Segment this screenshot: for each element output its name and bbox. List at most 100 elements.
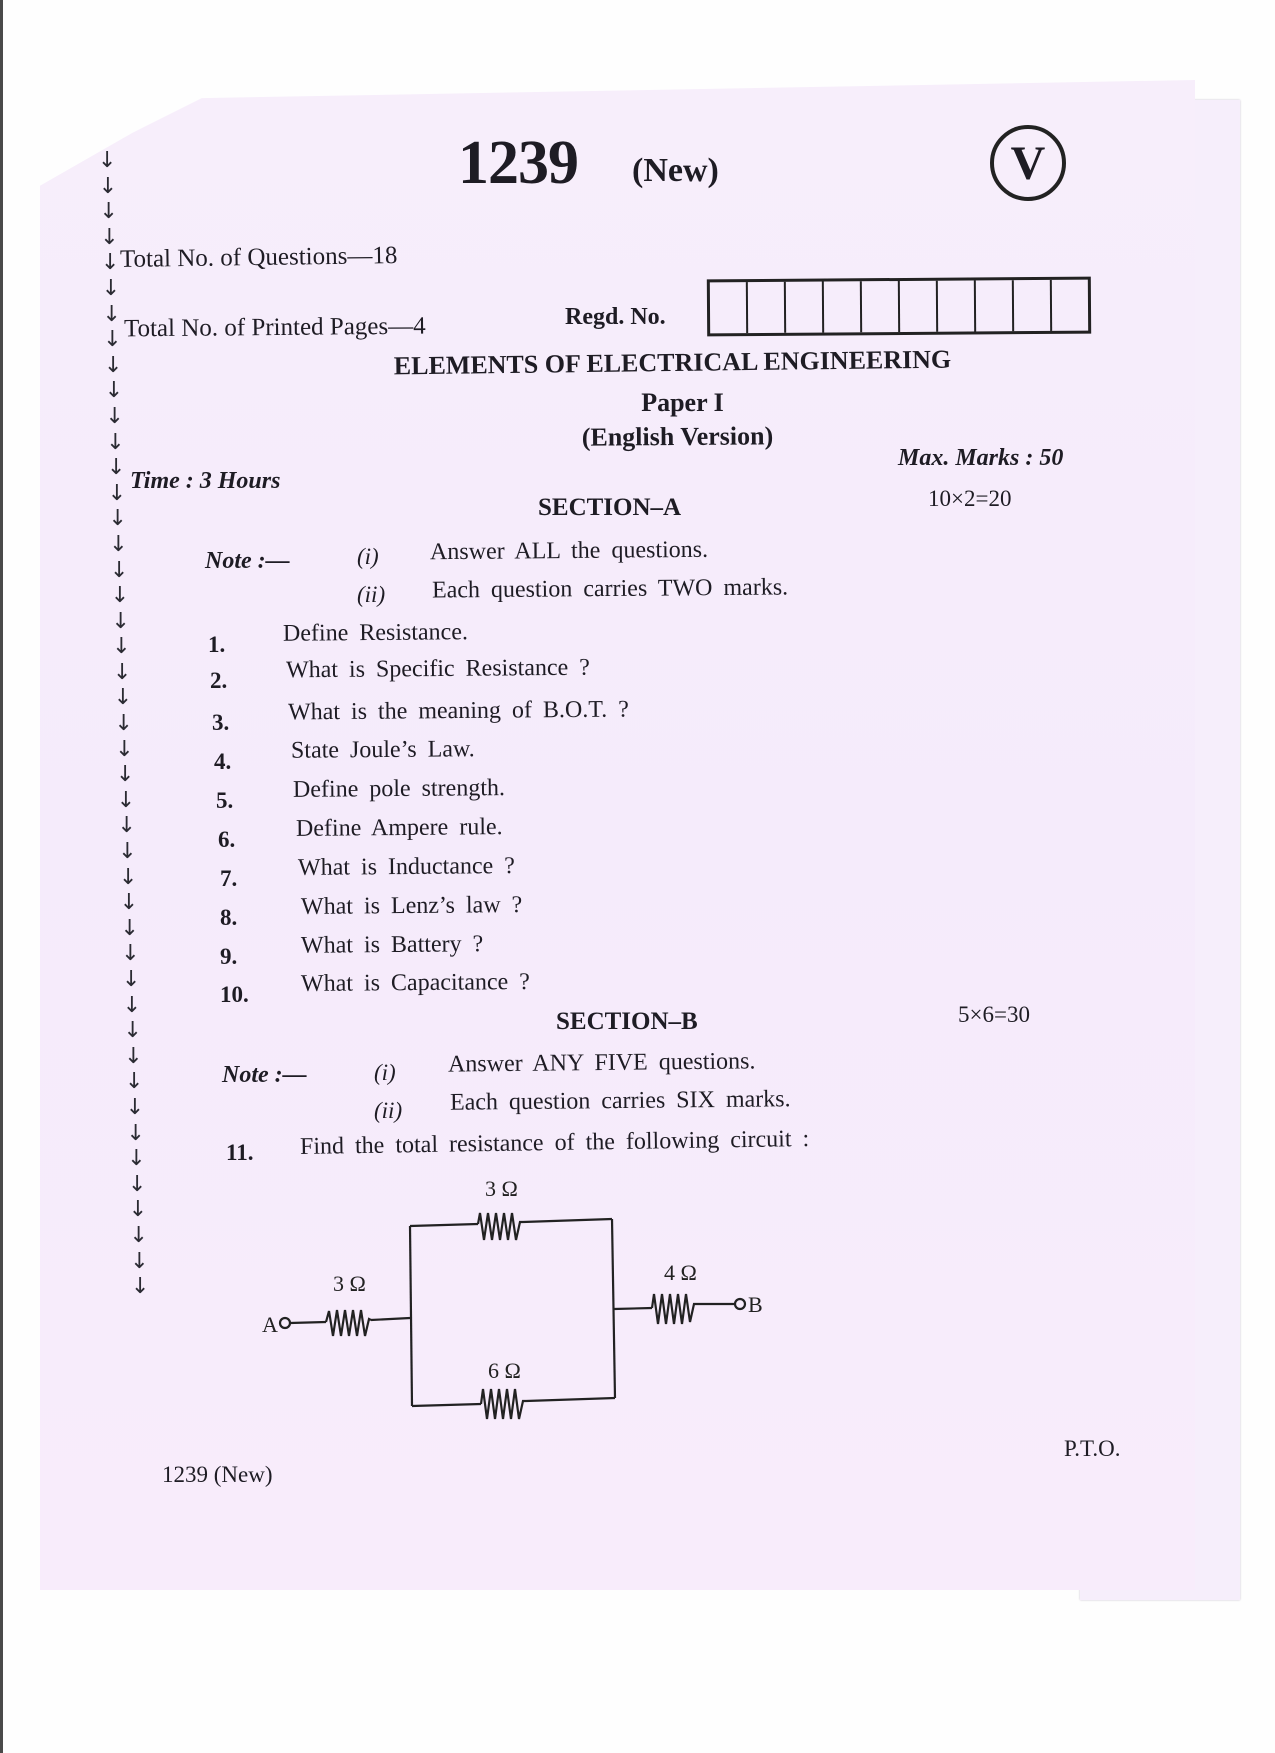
section-b-title: SECTION–B [556, 1008, 698, 1035]
terminal-b-node [733, 1297, 747, 1311]
margin-arrow-icon: ↓ [109, 531, 128, 557]
margin-arrow-icon: ↓ [126, 1120, 145, 1146]
regd-no-cell[interactable] [1052, 280, 1088, 331]
footer-paper-code: 1239 (New) [162, 1462, 273, 1487]
regd-no-cell[interactable] [709, 282, 749, 334]
margin-arrow-icon: ↓ [121, 941, 140, 967]
circuit-diagram: A B 3 Ω 3 Ω 6 Ω 4 Ω [262, 1176, 763, 1420]
margin-arrow-icon: ↓ [122, 992, 142, 1018]
section-b-marks: 5×6=30 [958, 1002, 1030, 1027]
section-a-note-label: Note :— [205, 548, 290, 574]
margin-arrow-icon: ↓ [104, 378, 124, 404]
margin-arrow-icon: ↓ [111, 608, 130, 634]
margin-arrow-icon: ↓ [125, 1094, 145, 1120]
margin-arrow-icon: ↓ [130, 1223, 148, 1249]
margin-arrow-icon: ↓ [101, 250, 120, 276]
margin-arrow-icon: ↓ [124, 1043, 143, 1069]
max-marks: Max. Marks : 50 [898, 445, 1064, 471]
resistor-parallel-top-value: 3 Ω [485, 1176, 518, 1201]
margin-arrow-icon: ↓ [104, 352, 123, 378]
resistor-series-right-value: 4 Ω [664, 1260, 697, 1285]
margin-arrow-icon: ↓ [128, 1171, 147, 1197]
margin-arrow-icon: ↓ [116, 762, 135, 788]
margin-arrow-icon: ↓ [110, 583, 130, 609]
margin-arrow-icon: ↓ [120, 915, 139, 941]
margin-arrow-icon: ↓ [119, 890, 139, 916]
question-number: 10. [220, 982, 249, 1007]
question-number: 6. [218, 827, 236, 852]
exam-time: Time : 3 Hours [130, 468, 281, 494]
section-a-marks: 10×2=20 [928, 486, 1012, 511]
section-b-note-text: Each question carries SIX marks. [449, 1086, 791, 1116]
margin-arrow-column: ↓↓↓↓↓↓↓↓↓↓↓↓↓↓↓↓↓↓↓↓↓↓↓↓↓↓↓↓↓↓↓↓↓↓↓↓↓↓↓↓… [98, 148, 149, 1300]
section-b-note-label: Note :— [222, 1062, 307, 1088]
margin-arrow-icon: ↓ [122, 967, 141, 992]
question-text: What is Capacitance ? [300, 969, 530, 997]
margin-arrow-icon: ↓ [107, 480, 127, 506]
question-text: Define pole strength. [292, 775, 506, 803]
margin-arrow-icon: ↓ [127, 1146, 146, 1172]
exam-page [40, 80, 1195, 1590]
paper-code: 1239 [458, 129, 579, 197]
paper-number: Paper I [641, 388, 724, 417]
margin-arrow-icon: ↓ [125, 1069, 144, 1095]
regd-no-cell[interactable] [861, 280, 901, 333]
question-number: 5. [216, 788, 234, 813]
section-a-note-text: Each question carries TWO marks. [431, 574, 789, 604]
question-text: What is the meaning of B.O.T. ? [287, 696, 629, 726]
margin-arrow-icon: ↓ [113, 659, 132, 685]
margin-arrow-icon: ↓ [98, 148, 117, 173]
terminal-a-label: A [262, 1312, 278, 1337]
question-text: Define Resistance. [282, 619, 469, 647]
margin-arrow-icon: ↓ [101, 275, 121, 301]
margin-arrow-icon: ↓ [119, 864, 138, 890]
section-b-note-num: (i) [374, 1060, 396, 1085]
question-text: State Joule’s Law. [290, 736, 475, 764]
section-a-note-num: (ii) [357, 582, 386, 607]
margin-arrow-icon: ↓ [123, 1018, 142, 1044]
question-number: 11. [226, 1140, 254, 1165]
margin-arrow-icon: ↓ [128, 1197, 148, 1223]
margin-arrow-icon: ↓ [114, 711, 133, 737]
question-number: 2. [210, 668, 228, 693]
resistor-series-left [324, 1309, 372, 1337]
regd-no-cell[interactable] [899, 280, 939, 332]
margin-arrow-icon: ↓ [112, 634, 131, 660]
margin-arrow-icon: ↓ [100, 224, 119, 250]
question-text: Define Ampere rule. [295, 814, 503, 842]
margin-arrow-icon: ↓ [102, 301, 121, 327]
total-pages: Total No. of Printed Pages—4 [123, 312, 426, 343]
resistor-parallel-bottom-value: 6 Ω [488, 1358, 521, 1383]
question-text: What is Lenz’s law ? [300, 892, 522, 920]
regd-no-cell[interactable] [747, 281, 787, 334]
paper-code-suffix: (New) [632, 152, 719, 189]
regd-no-cell[interactable] [975, 280, 1015, 332]
margin-arrow-icon: ↓ [118, 839, 137, 865]
section-b-note-num: (ii) [374, 1098, 403, 1123]
margin-arrow-icon: ↓ [108, 506, 127, 532]
margin-arrow-icon: ↓ [116, 787, 136, 813]
regd-no-cell[interactable] [937, 280, 977, 332]
question-text: What is Inductance ? [297, 853, 516, 881]
section-a-note-num: (i) [357, 544, 379, 569]
section-b-note-text: Answer ANY FIVE questions. [447, 1048, 756, 1078]
regd-no-cell[interactable] [823, 281, 863, 333]
regd-no-input-boxes[interactable] [706, 276, 1092, 337]
resistor-series-left-value: 3 Ω [333, 1271, 366, 1296]
version-badge: V [990, 125, 1066, 201]
regd-no-cell[interactable] [1013, 279, 1053, 332]
question-text: What is Specific Resistance ? [285, 654, 590, 684]
margin-arrow-icon: ↓ [98, 173, 118, 199]
regd-no-cell[interactable] [785, 281, 825, 333]
margin-arrow-icon: ↓ [99, 199, 118, 225]
total-questions: Total No. of Questions—18 [119, 242, 398, 273]
margin-arrow-icon: ↓ [131, 1274, 149, 1300]
question-number: 9. [220, 944, 238, 969]
margin-arrow-icon: ↓ [105, 403, 124, 429]
terminal-b-label: B [748, 1292, 763, 1317]
section-a-note-text: Answer ALL the questions. [429, 536, 709, 566]
question-number: 8. [220, 905, 238, 930]
question-text: What is Battery ? [300, 931, 483, 959]
resistor-parallel-bottom [479, 1388, 526, 1420]
margin-arrow-icon: ↓ [103, 327, 122, 353]
